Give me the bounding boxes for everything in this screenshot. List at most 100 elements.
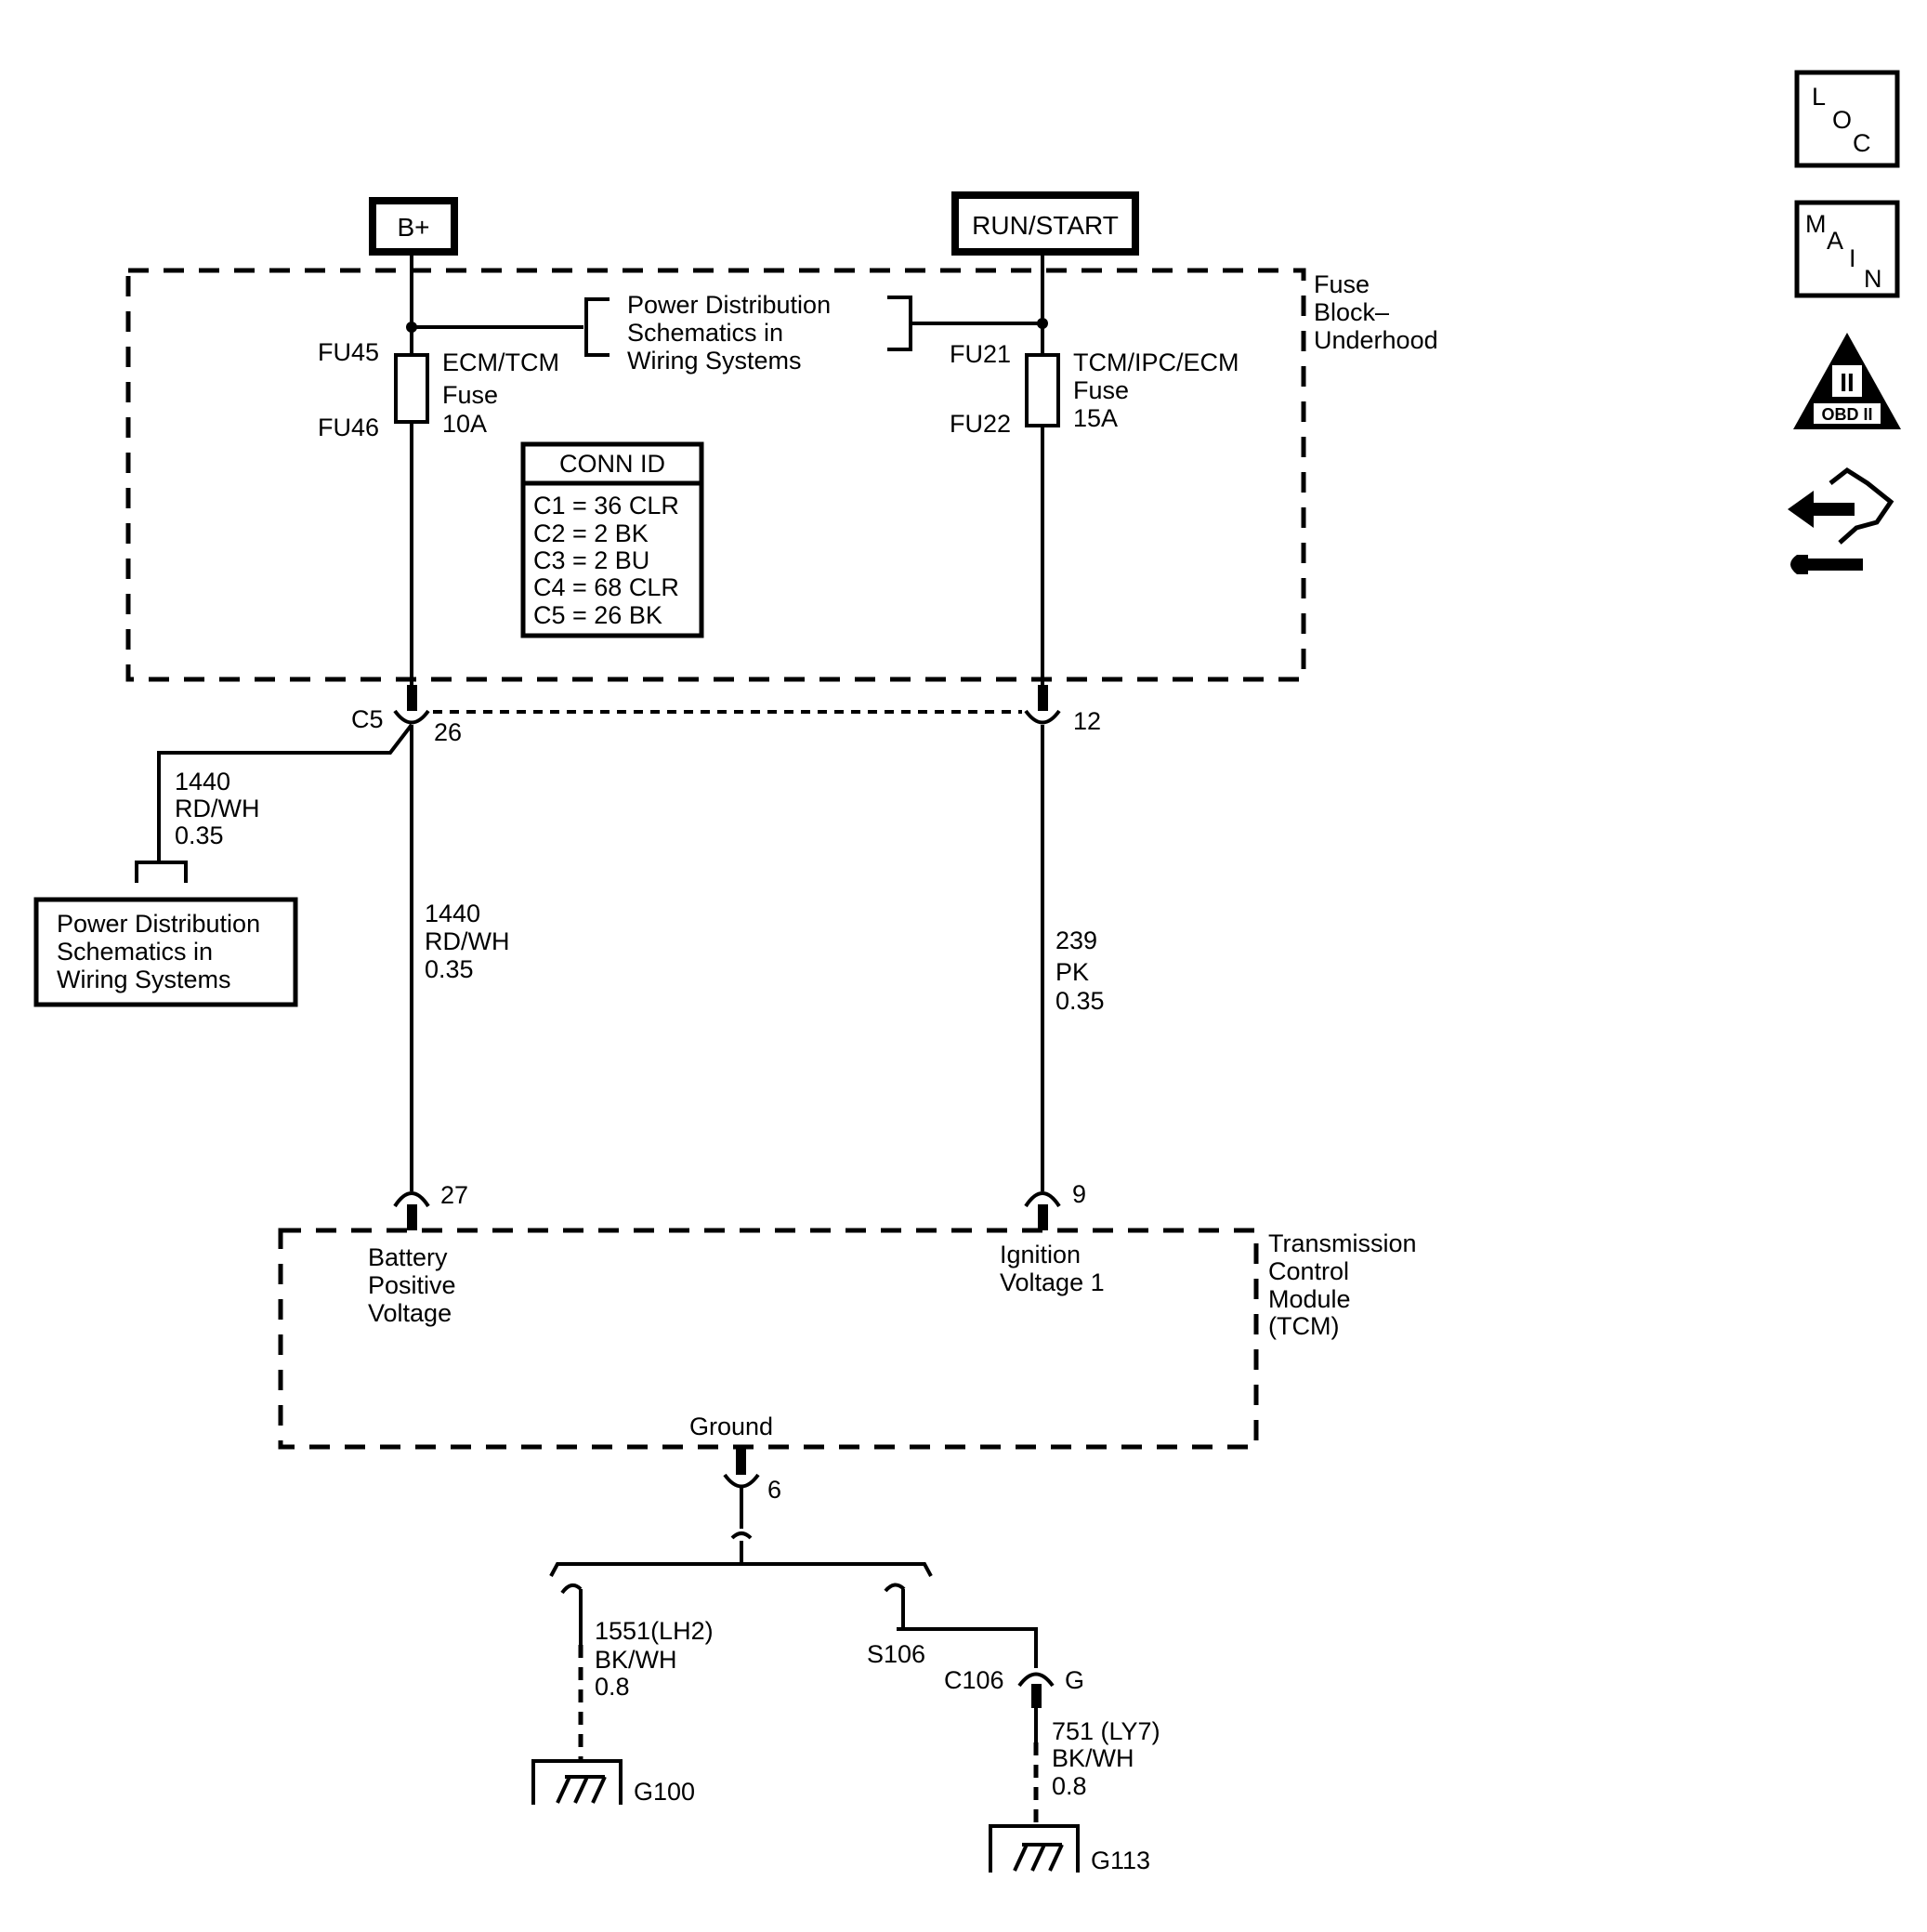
fu22-label: FU22 [950,410,1011,438]
battery-positive-voltage-label: Battery Positive Voltage [368,1243,456,1327]
svg-text:II: II [1840,368,1855,397]
g113-ground-icon: G113 [989,1824,1150,1874]
svg-text:RD/WH: RD/WH [425,927,509,955]
svg-text:RD/WH: RD/WH [175,795,259,822]
ecm-tcm-fuse [394,353,429,424]
svg-text:Positive: Positive [368,1271,456,1299]
run-start-source: RUN/START [951,191,1139,256]
tcm-pin-6: 6 [723,1447,781,1529]
svg-text:Wiring Systems: Wiring Systems [627,347,802,375]
svg-text:N: N [1864,265,1882,293]
svg-text:PK: PK [1055,958,1089,986]
conn-id-table: CONN ID C1 = 36 CLR C2 = 2 BK C3 = 2 BU … [520,441,704,638]
svg-text:I: I [1849,244,1856,272]
svg-text:Voltage 1: Voltage 1 [1000,1268,1105,1296]
main-icon[interactable]: M A I N [1794,200,1900,298]
conn-id-row: C2 = 2 BK [533,519,649,547]
g100-ground-icon: G100 [531,1759,695,1806]
svg-text:751 (LY7): 751 (LY7) [1052,1717,1160,1745]
svg-text:Fuse: Fuse [1314,270,1370,298]
svg-text:Schematics in: Schematics in [627,319,783,347]
ground-split-bracket [549,1531,933,1577]
svg-text:1440: 1440 [425,900,480,927]
svg-text:Voltage: Voltage [368,1299,452,1327]
location-icon[interactable]: L O C [1794,70,1900,168]
svg-text:0.8: 0.8 [595,1673,630,1701]
tcm-ipc-ecm-fuse [1025,353,1060,427]
g113-label: G113 [1091,1847,1150,1874]
fu46-label: FU46 [318,414,379,441]
c106-pin-g: G [1065,1666,1084,1694]
ecm-tcm-fuse-word: Fuse [442,381,498,409]
c5-connector: C5 26 12 [351,685,1101,746]
tcm-label: Transmission Control Module (TCM) [1268,1229,1417,1340]
wire-1551: 1551(LH2) BK/WH 0.8 [560,1583,714,1761]
tcm-ipc-ecm-fuse-name: TCM/IPC/ECM [1073,348,1239,376]
power-distribution-ref-top: Power Distribution Schematics in Wiring … [584,291,912,375]
b-plus-source: B+ [369,197,458,256]
fu21-label: FU21 [950,340,1011,368]
c5-pin-12: 12 [1073,707,1101,735]
conn-id-row: C4 = 68 CLR [533,573,679,601]
svg-text:Block–: Block– [1314,298,1389,326]
svg-text:Battery: Battery [368,1243,448,1271]
run-start-label: RUN/START [972,211,1119,240]
svg-text:6: 6 [767,1476,781,1504]
tcm-pin-9: 9 [1024,1180,1086,1230]
wire-1440: 1440 RD/WH 0.35 [410,725,509,1191]
tcm-pin-27: 27 [393,1181,468,1230]
svg-text:9: 9 [1072,1180,1086,1208]
fu45-label: FU45 [318,338,379,366]
s106-splice: S106 [867,1583,1038,1668]
svg-text:Power Distribution: Power Distribution [57,910,260,938]
svg-text:OBD II: OBD II [1821,405,1872,424]
svg-text:0.35: 0.35 [425,955,474,983]
conn-id-title: CONN ID [559,450,665,478]
ground-label: Ground [689,1413,773,1440]
tcm-ipc-ecm-fuse-rating: 15A [1073,404,1118,432]
fuse-block-boundary [125,268,1306,682]
svg-text:Ignition: Ignition [1000,1241,1081,1268]
tcm-boundary [278,1228,1259,1450]
obd-ii-icon[interactable]: II OBD II [1793,333,1901,429]
svg-text:Power Distribution: Power Distribution [627,291,831,319]
tcm-ipc-ecm-fuse-word: Fuse [1073,376,1129,404]
svg-text:Underhood: Underhood [1314,326,1438,354]
c106-label: C106 [944,1666,1004,1694]
svg-text:BK/WH: BK/WH [1052,1744,1134,1772]
power-distribution-ref-left: Power Distribution Schematics in Wiring … [33,897,298,1007]
svg-text:Schematics in: Schematics in [57,938,213,966]
svg-text:0.35: 0.35 [1055,987,1105,1015]
ecm-tcm-fuse-name: ECM/TCM [442,348,559,376]
svg-text:L: L [1812,83,1826,111]
c5-label: C5 [351,705,384,733]
svg-text:C: C [1853,129,1871,157]
wire-239: 239 PK 0.35 [1041,725,1105,1191]
wire-751: 751 (LY7) BK/WH 0.8 [1033,1708,1160,1826]
conn-id-row: C3 = 2 BU [533,546,649,574]
svg-text:1440: 1440 [175,768,230,795]
branch-circuit-1440: 1440 RD/WH 0.35 [135,723,413,883]
s106-label: S106 [867,1640,925,1668]
g100-label: G100 [634,1778,695,1806]
svg-text:Module: Module [1268,1285,1351,1313]
fuse-block-label: Fuse Block– Underhood [1314,270,1438,354]
svg-text:27: 27 [440,1181,468,1209]
svg-text:Control: Control [1268,1257,1349,1285]
svg-text:BK/WH: BK/WH [595,1646,677,1674]
c5-pin-26: 26 [434,718,462,746]
svg-text:M: M [1805,210,1827,238]
svg-text:O: O [1832,106,1852,134]
svg-text:Wiring Systems: Wiring Systems [57,966,231,993]
conn-id-row: C5 = 26 BK [533,601,662,629]
svg-text:239: 239 [1055,927,1097,954]
ecm-tcm-fuse-rating: 10A [442,410,487,438]
service-procedure-icon[interactable] [1788,467,1894,574]
ignition-voltage-label: Ignition Voltage 1 [1000,1241,1105,1296]
svg-text:Transmission: Transmission [1268,1229,1417,1257]
c106-connector: C106 G [944,1666,1084,1708]
svg-text:0.8: 0.8 [1052,1772,1087,1800]
svg-text:A: A [1827,227,1843,255]
right-fuse-circuit: FU21 FU22 TCM/IPC/ECM Fuse 15A [912,256,1239,685]
